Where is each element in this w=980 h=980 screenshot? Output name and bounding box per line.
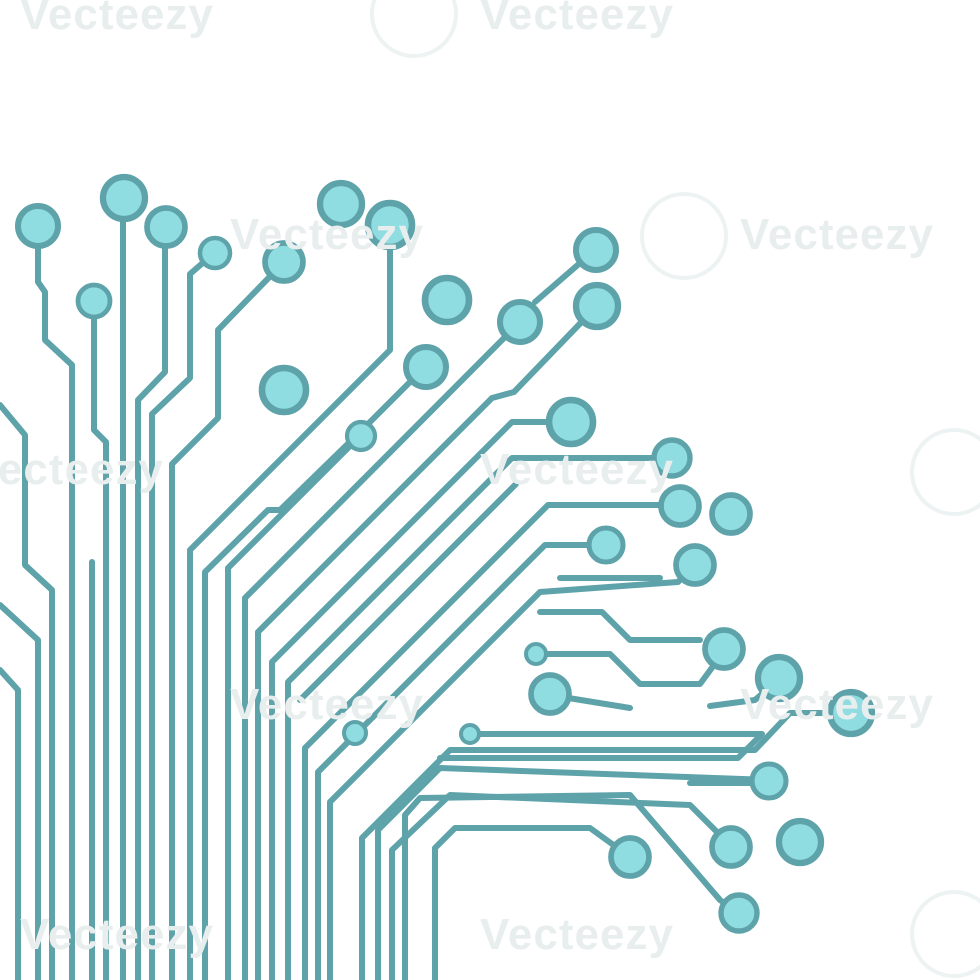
circuit-pad: [262, 240, 306, 284]
pad-group: [15, 173, 876, 934]
circuit-pad: [15, 203, 61, 249]
circuit-pad: [459, 723, 481, 745]
circuit-trace: [225, 433, 363, 980]
circuit-trace: [537, 609, 703, 643]
circuit-pad: [258, 364, 310, 416]
circuit-trace: [202, 364, 428, 980]
circuit-pad: [754, 653, 804, 703]
circuit-pad: [573, 227, 619, 273]
circuit-trace: [255, 303, 600, 980]
circuit-pad: [572, 281, 622, 331]
circuit-trace: [0, 667, 21, 980]
circuit-pad: [421, 274, 473, 326]
circuit-trace: [285, 455, 675, 980]
trace-group: [0, 197, 853, 980]
circuit-pad: [709, 492, 753, 536]
circuit-pad: [524, 642, 548, 666]
circuit-pad: [75, 282, 113, 320]
circuit-trace: [35, 225, 75, 980]
circuit-pad: [749, 761, 789, 801]
circuit-trace: [0, 402, 55, 980]
circuit-trace: [297, 481, 519, 703]
circuit-pad: [497, 299, 543, 345]
circuit-trace: [242, 319, 523, 980]
circuit-trace: [437, 731, 765, 761]
circuit-pad: [702, 627, 746, 671]
circuit-pad: [586, 525, 626, 565]
circuit-pad: [651, 437, 693, 479]
circuit-trace: [135, 225, 168, 980]
circuit-trace: [432, 825, 633, 980]
circuit-pad: [673, 543, 717, 587]
circuit-pad: [344, 419, 378, 453]
circuit-trace: [533, 647, 728, 687]
circuit-pad: [99, 173, 149, 223]
circuit-trace: [169, 259, 287, 980]
circuit-pad: [342, 720, 368, 746]
circuit-pad: [528, 672, 572, 716]
circuit-trace: [269, 419, 573, 980]
circuit-pad: [403, 344, 449, 390]
circuit-pad: [826, 688, 876, 738]
circuit-trace: [302, 502, 683, 980]
circuit-pad: [545, 396, 597, 448]
circuit-trace: [315, 542, 609, 980]
circuit-trace: [375, 765, 773, 980]
circuit-trace: [0, 602, 41, 980]
circuit-trace: [91, 299, 109, 980]
circuit-trace: [389, 792, 734, 980]
circuit-trace: [359, 710, 853, 980]
circuit-pad: [658, 484, 702, 528]
circuit-pad: [709, 825, 753, 869]
circuit-pad: [197, 235, 233, 271]
circuit-trace: [402, 792, 741, 980]
circuit-trace: [149, 251, 216, 980]
circuit-pad: [144, 205, 188, 249]
circuit-pad: [608, 835, 652, 879]
circuit-pad: [718, 892, 760, 934]
circuit-pad: [364, 199, 416, 251]
circuit-pad: [775, 817, 825, 867]
circuit-trace: [187, 222, 393, 980]
circuit-pad: [316, 179, 366, 229]
